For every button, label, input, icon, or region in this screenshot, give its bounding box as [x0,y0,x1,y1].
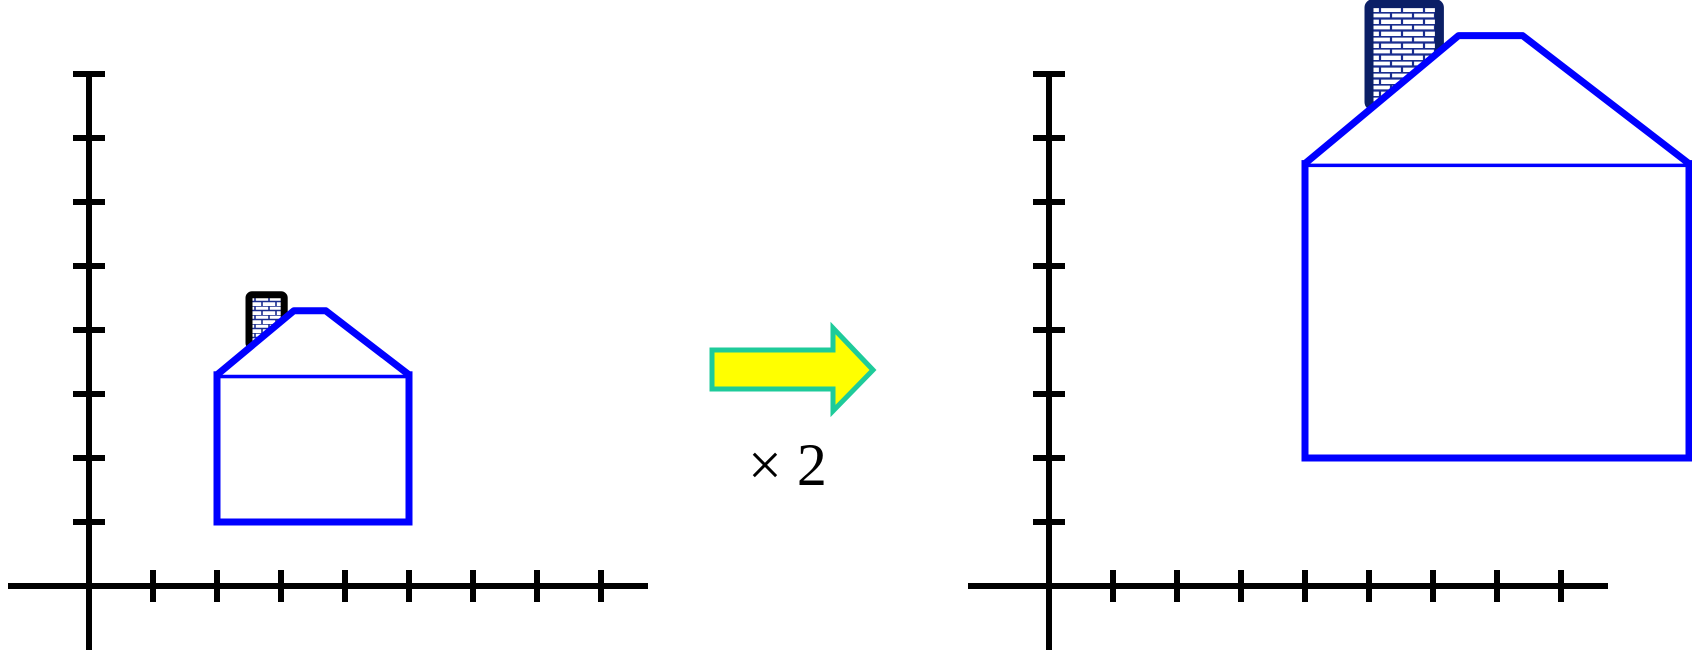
right-house-roof [1302,32,1692,167]
right-house [1301,32,1692,462]
right-house-body [1301,160,1692,462]
left-axes [8,71,648,650]
left-house-body [213,371,413,526]
right-arrow-icon [709,321,877,418]
left-house-roof [214,307,412,378]
right-axes [968,71,1608,650]
left-graph [8,71,648,650]
transformation: × 2 [709,321,877,498]
scale-factor-label: × 2 [748,432,827,498]
left-house [213,307,413,526]
right-graph [968,0,1692,650]
